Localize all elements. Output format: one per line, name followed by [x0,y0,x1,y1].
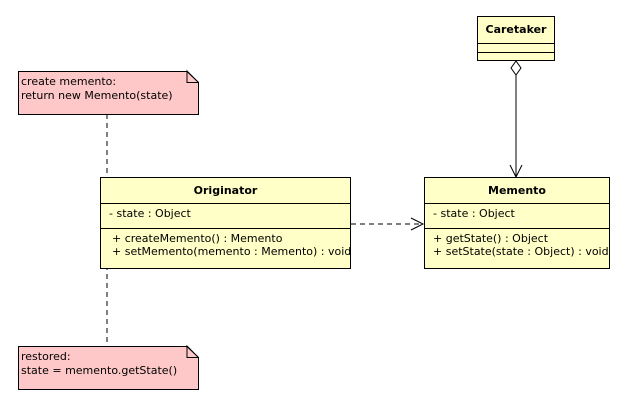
originator-attributes: - state : Object [101,204,350,229]
memento-attributes: - state : Object [425,204,609,229]
memento-operations: + getState() : Object + setState(state :… [425,229,609,261]
originator-operation: + setMemento(memento : Memento) : void [112,245,352,258]
note-restore-line: restored: [21,350,71,363]
memento-operation: + getState() : Object [433,232,549,245]
caretaker-class[interactable]: Caretaker [477,16,555,61]
memento-class[interactable]: Memento - state : Object + getState() : … [424,177,610,269]
note-restored[interactable]: restored: state = memento.getState() [18,346,199,390]
note-create-memento[interactable]: create memento: return new Memento(state… [18,71,199,115]
originator-title: Originator [101,178,350,204]
note-restore-line: state = memento.getState() [21,364,178,377]
memento-attribute: - state : Object [433,207,515,220]
aggregation-diamond [510,60,522,76]
originator-operation: + createMemento() : Memento [112,232,283,245]
note-create-line: create memento: [21,75,117,88]
memento-operation: + setState(state : Object) : void [433,245,609,258]
memento-title: Memento [425,178,609,204]
originator-class[interactable]: Originator - state : Object + createMeme… [100,177,351,269]
originator-operations: + createMemento() : Memento + setMemento… [101,229,352,261]
originator-attribute: - state : Object [109,207,191,220]
dependency-arrowhead [410,217,425,231]
caretaker-title: Caretaker [478,17,554,44]
note-create-line: return new Memento(state) [21,89,173,102]
caretaker-attributes [478,44,554,53]
